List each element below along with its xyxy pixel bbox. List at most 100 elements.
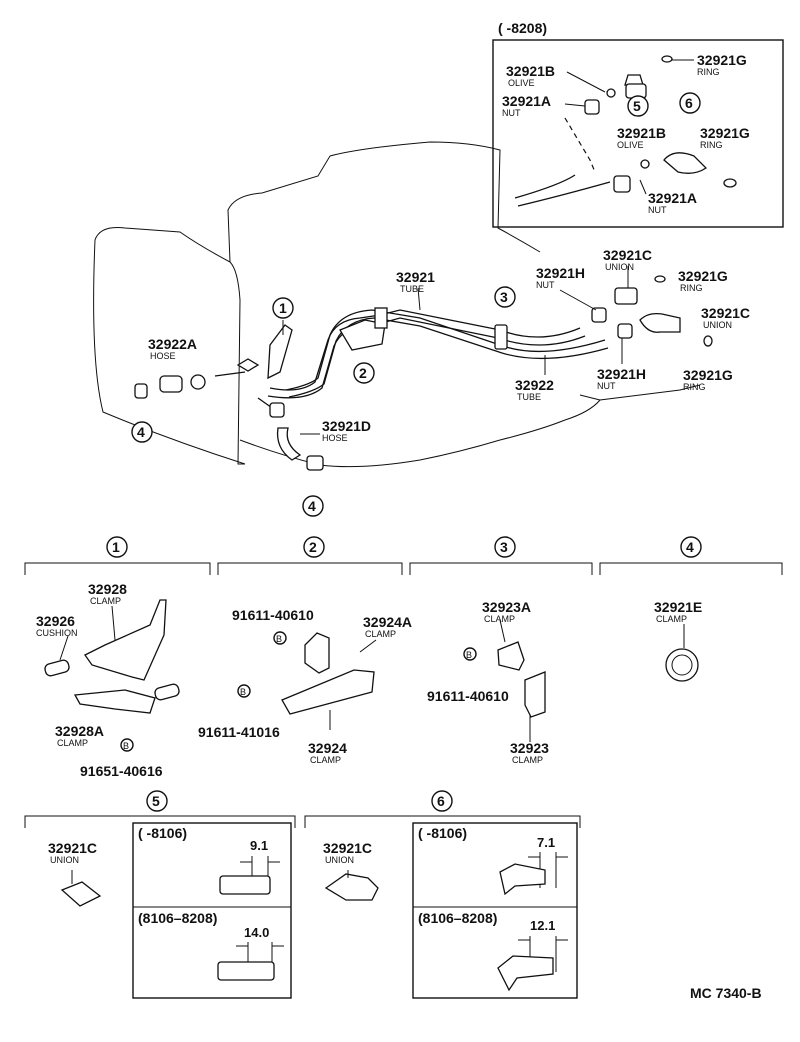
- part-label-32921C-union-b: 32921C UNION: [701, 305, 750, 330]
- svg-text:TUBE: TUBE: [517, 392, 541, 402]
- elbow-variant-b-icon: [497, 955, 554, 992]
- svg-text:3: 3: [500, 539, 508, 555]
- svg-text:32921C: 32921C: [323, 840, 372, 856]
- svg-text:32921G: 32921G: [678, 268, 728, 284]
- svg-text:4: 4: [686, 539, 694, 555]
- svg-text:RING: RING: [697, 67, 720, 77]
- svg-text:4: 4: [137, 424, 145, 440]
- svg-text:CLAMP: CLAMP: [656, 614, 687, 624]
- detail-header-4: 4: [599, 536, 783, 575]
- svg-text:32924: 32924: [308, 740, 347, 756]
- svg-text:4: 4: [308, 498, 316, 514]
- elbow-union-icon: [663, 152, 708, 174]
- inset-range-label: ( -8208): [498, 20, 547, 36]
- detail-4-parts: [665, 624, 699, 682]
- svg-text:6: 6: [437, 793, 445, 809]
- svg-text:32923: 32923: [510, 740, 549, 756]
- detail6-dim-b: 12.1: [530, 918, 555, 933]
- part-label-32921G-ring-d: 32921G RING: [683, 367, 733, 392]
- tube-assembly: [134, 266, 713, 471]
- part-label-32921C-union-d: 32921C UNION: [323, 840, 372, 865]
- ring-icon: [661, 55, 673, 63]
- callout-6-inset: 6: [679, 92, 701, 114]
- svg-text:UNION: UNION: [703, 320, 732, 330]
- detail-3-parts: [497, 619, 546, 742]
- svg-text:UNION: UNION: [50, 855, 79, 865]
- detail-header-2: 2: [217, 536, 403, 575]
- part-label-32923-clamp: 32923 CLAMP: [510, 740, 549, 765]
- svg-text:32923A: 32923A: [482, 599, 531, 615]
- detail6-range-a: ( -8106): [418, 825, 467, 841]
- detail-header-5: 5: [24, 790, 296, 828]
- union-variant-b-icon: [217, 961, 275, 981]
- callout-5-inset: 5: [627, 95, 649, 117]
- svg-text:32921G: 32921G: [683, 367, 733, 383]
- elbow-32921c-icon: [639, 312, 681, 333]
- svg-text:32921A: 32921A: [502, 93, 551, 109]
- svg-text:CLAMP: CLAMP: [310, 755, 341, 765]
- svg-text:RING: RING: [683, 382, 706, 392]
- part-label-32921G-ring-c: 32921G RING: [678, 268, 728, 293]
- svg-text:32928A: 32928A: [55, 723, 104, 739]
- svg-text:32921H: 32921H: [536, 265, 585, 281]
- hose-32922a-icon: [159, 375, 183, 393]
- part-label-32928A-clamp: 32928A CLAMP: [55, 723, 104, 748]
- engine-outline: [93, 141, 701, 468]
- part-label-32928-clamp: 32928 CLAMP: [88, 581, 127, 606]
- part-label-32921A-nut-b: 32921A NUT: [648, 190, 697, 215]
- part-label-32924-clamp: 32924 CLAMP: [308, 740, 347, 765]
- part-label-32921B-olive-b: 32921B OLIVE: [617, 125, 666, 150]
- nut-icon: [584, 99, 600, 115]
- svg-text:TUBE: TUBE: [400, 284, 424, 294]
- callout-3-main: 3: [494, 286, 516, 308]
- svg-text:32921C: 32921C: [701, 305, 750, 321]
- callout-4-main-bottom: 4: [302, 495, 324, 517]
- svg-text:32921E: 32921E: [654, 599, 702, 615]
- elbow-variant-a-icon: [499, 863, 546, 896]
- svg-text:CLAMP: CLAMP: [512, 755, 543, 765]
- bolt-label-91611-40610-b: B 91611-40610: [427, 647, 509, 704]
- part-label-32921G-ring-b: 32921G RING: [700, 125, 750, 150]
- detail5-range-b: (8106–8208): [138, 910, 217, 926]
- svg-text:91611-41016: 91611-41016: [198, 724, 280, 740]
- part-label-32924A-clamp: 32924A CLAMP: [363, 614, 412, 639]
- catalog-code: MC 7340-B: [690, 985, 762, 1001]
- svg-text:UNION: UNION: [325, 855, 354, 865]
- svg-text:B: B: [240, 687, 246, 697]
- nut-32921h-icon: [591, 307, 607, 323]
- svg-text:CLAMP: CLAMP: [365, 629, 396, 639]
- part-label-32921G-ring-a: 32921G RING: [697, 52, 747, 77]
- svg-text:32921G: 32921G: [700, 125, 750, 141]
- svg-text:NUT: NUT: [648, 205, 667, 215]
- union-32921c-icon: [614, 287, 638, 305]
- svg-text:32922A: 32922A: [148, 336, 197, 352]
- detail5-range-a: ( -8106): [138, 825, 187, 841]
- clamp-4-icon: [134, 383, 148, 399]
- svg-text:32924A: 32924A: [363, 614, 412, 630]
- hose-32921d-icon: [276, 427, 302, 461]
- svg-text:32928: 32928: [88, 581, 127, 597]
- part-label-32922-tube: 32922 TUBE: [515, 377, 554, 402]
- part-label-32921-tube: 32921 TUBE: [396, 269, 435, 294]
- svg-text:HOSE: HOSE: [150, 351, 176, 361]
- svg-text:CLAMP: CLAMP: [90, 596, 121, 606]
- svg-text:1: 1: [279, 300, 287, 316]
- detail-5-variant-box: ( -8106) 9.1 (8106–8208) 14.0: [132, 822, 292, 999]
- svg-text:3: 3: [500, 289, 508, 305]
- svg-text:HOSE: HOSE: [322, 433, 348, 443]
- part-label-32921C-union-a: 32921C UNION: [603, 247, 652, 272]
- part-label-32921C-union-c: 32921C UNION: [48, 840, 97, 865]
- svg-text:32926: 32926: [36, 613, 75, 629]
- svg-text:5: 5: [633, 98, 641, 114]
- svg-text:RING: RING: [700, 140, 723, 150]
- svg-text:32921A: 32921A: [648, 190, 697, 206]
- svg-text:32921G: 32921G: [697, 52, 747, 68]
- callout-2-main: 2: [353, 362, 375, 384]
- part-label-32921D-hose: 32921D HOSE: [322, 418, 371, 443]
- detail-header-1: 1: [24, 536, 211, 575]
- svg-text:32921B: 32921B: [506, 63, 555, 79]
- union-elbow-icon: [324, 870, 379, 901]
- svg-text:32922: 32922: [515, 377, 554, 393]
- svg-text:32921C: 32921C: [48, 840, 97, 856]
